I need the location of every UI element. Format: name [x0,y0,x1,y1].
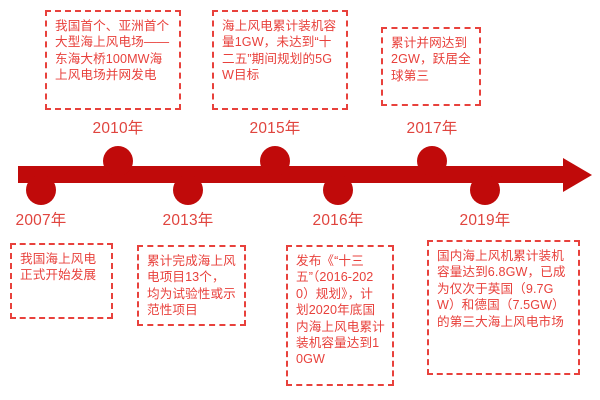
timeline-dot-2016[interactable] [323,175,353,205]
timeline-dot-2017[interactable] [417,146,447,176]
callout-2019: 国内海上风机累计装机容量达到6.8GW，已成为仅次于英国（9.7GW）和德国（7… [427,240,580,375]
callout-2015: 海上风电累计装机容量1GW，未达到“十二五”期间规划的5GW目标 [212,10,348,110]
callout-2013: 累计完成海上风电项目13个，均为试验性或示范性项目 [137,245,246,326]
callout-2017: 累计并网达到2GW，跃居全球第三 [381,27,481,106]
callout-2010: 我国首个、亚洲首个大型海上风电场——东海大桥100MW海上风电场并网发电 [45,10,181,110]
callout-2007: 我国海上风电正式开始发展 [10,243,113,319]
timeline-dot-2015[interactable] [260,146,290,176]
timeline-dot-2013[interactable] [173,175,203,205]
timeline-arrow-icon [563,158,592,192]
timeline-dot-2010[interactable] [103,146,133,176]
timeline-dot-2007[interactable] [26,175,56,205]
year-label-2007: 2007年 [15,212,67,229]
year-label-2010: 2010年 [92,120,144,137]
year-label-2015: 2015年 [249,120,301,137]
year-label-2019: 2019年 [459,212,511,229]
callout-2016: 发布《“十三五”（2016-2020）规划》，计划2020年底国内海上风电累计装… [286,245,394,386]
year-label-2017: 2017年 [406,120,458,137]
year-label-2016: 2016年 [312,212,364,229]
timeline-dot-2019[interactable] [470,175,500,205]
year-label-2013: 2013年 [162,212,214,229]
